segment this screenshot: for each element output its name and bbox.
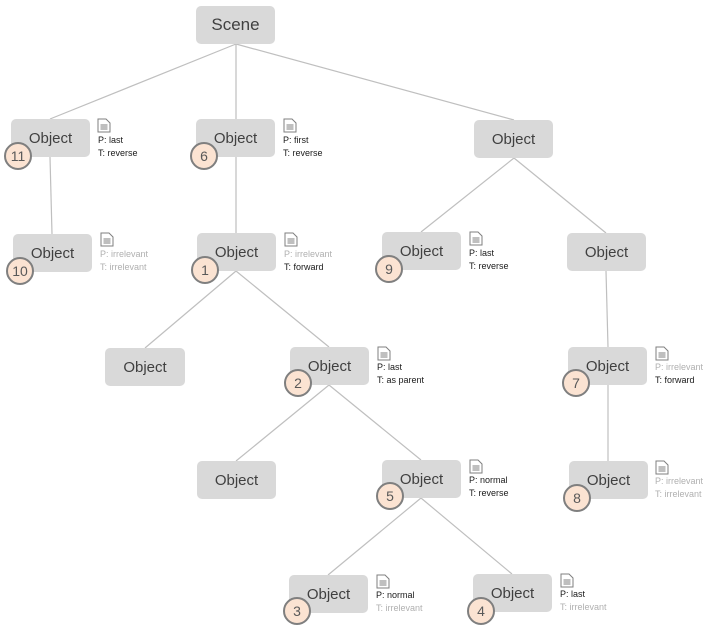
edge-n2-n5: [328, 384, 422, 461]
p-value: P: last: [98, 135, 124, 145]
t-value: T: irrelevant: [560, 602, 607, 612]
object-node[interactable]: Object: [567, 233, 646, 271]
badge-3: 3: [283, 597, 311, 625]
edge-n1-n2: [235, 270, 330, 348]
edge-nC-n9: [420, 157, 515, 233]
p-value: P: irrelevant: [284, 249, 333, 259]
note-1: P: irrelevant T: forward: [284, 248, 332, 274]
badge-7: 7: [562, 369, 590, 397]
document-icon: [284, 232, 298, 247]
document-icon: [100, 232, 114, 247]
document-icon: [283, 118, 297, 133]
badge-8: 8: [563, 484, 591, 512]
document-icon: [469, 231, 483, 246]
t-value: T: forward: [284, 262, 324, 272]
t-value: T: irrelevant: [655, 489, 702, 499]
p-value: P: last: [377, 362, 403, 372]
p-value: P: last: [469, 248, 495, 258]
badge-6: 6: [190, 142, 218, 170]
t-value: T: as parent: [377, 375, 425, 385]
note-11: P: last T: reverse: [98, 134, 138, 160]
object-node-2[interactable]: Object: [290, 347, 369, 385]
edge-n11-n10: [49, 156, 53, 235]
object-node[interactable]: Object: [197, 461, 276, 499]
p-value: P: normal: [469, 475, 508, 485]
edge-nC-nD: [513, 157, 607, 234]
document-icon: [97, 118, 111, 133]
note-3: P: normal T: irrelevant: [376, 589, 423, 615]
badge-1: 1: [191, 256, 219, 284]
t-value: T: reverse: [469, 261, 509, 271]
document-icon: [469, 459, 483, 474]
edge-scene-n11: [49, 43, 237, 120]
badge-4: 4: [467, 597, 495, 625]
scene-node[interactable]: Scene: [196, 6, 275, 44]
edge-n1-nA: [144, 270, 237, 349]
t-value: T: forward: [655, 375, 695, 385]
badge-11: 11: [4, 142, 32, 170]
p-value: P: irrelevant: [655, 476, 704, 486]
badge-9: 9: [375, 255, 403, 283]
edge-nD-n7: [605, 270, 609, 348]
p-value: P: irrelevant: [655, 362, 704, 372]
badge-10: 10: [6, 257, 34, 285]
t-value: T: reverse: [469, 488, 509, 498]
t-value: T: reverse: [98, 148, 138, 158]
note-2: P: last T: as parent: [377, 361, 424, 387]
p-value: P: normal: [376, 590, 415, 600]
badge-2: 2: [284, 369, 312, 397]
note-8: P: irrelevant T: irrelevant: [655, 475, 703, 501]
t-value: T: reverse: [283, 148, 323, 158]
note-5: P: normal T: reverse: [469, 474, 509, 500]
p-value: P: irrelevant: [100, 249, 149, 259]
note-9: P: last T: reverse: [469, 247, 509, 273]
document-icon: [655, 460, 669, 475]
note-10: P: irrelevant T: irrelevant: [100, 248, 148, 274]
document-icon: [560, 573, 574, 588]
p-value: P: first: [283, 135, 309, 145]
note-4: P: last T: irrelevant: [560, 588, 607, 614]
note-6: P: first T: reverse: [283, 134, 323, 160]
badge-5: 5: [376, 482, 404, 510]
document-icon: [377, 346, 391, 361]
note-7: P: irrelevant T: forward: [655, 361, 703, 387]
object-node[interactable]: Object: [474, 120, 553, 158]
object-node[interactable]: Object: [105, 348, 185, 386]
edge-n2-nB: [235, 384, 330, 462]
document-icon: [376, 574, 390, 589]
t-value: T: irrelevant: [100, 262, 147, 272]
object-node-3[interactable]: Object: [289, 575, 368, 613]
p-value: P: last: [560, 589, 586, 599]
document-icon: [655, 346, 669, 361]
edge-scene-nC: [235, 43, 515, 121]
edge-n5-n4: [420, 497, 513, 575]
t-value: T: irrelevant: [376, 603, 423, 613]
edge-n5-n3: [327, 497, 422, 576]
